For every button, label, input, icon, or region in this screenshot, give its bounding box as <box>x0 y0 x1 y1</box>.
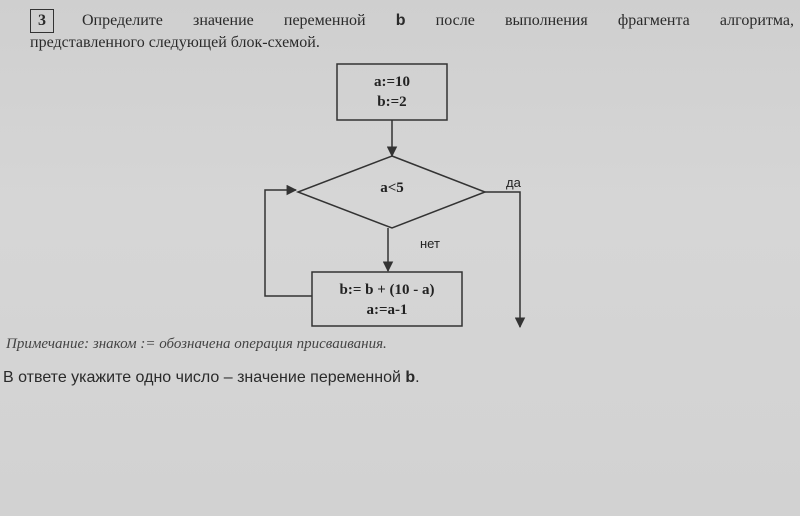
task-text-line1: Определите значение переменной b после в… <box>82 11 794 31</box>
task-word: выполнения <box>504 12 588 29</box>
init-line-1: a:=10 <box>374 74 410 90</box>
condition-diamond <box>295 155 488 229</box>
answer-suffix: . <box>415 369 420 386</box>
task-text-line2: представленного следующей блок-схемой. <box>30 34 320 51</box>
yes-arrow <box>485 191 526 329</box>
no-label: нет <box>420 236 440 251</box>
body-line-1: b:= b + (10 - a) <box>339 282 434 298</box>
body-line-2: a:=a-1 <box>366 302 407 318</box>
init-line-2: b:=2 <box>377 94 406 110</box>
answer-prefix: В ответе укажите одно число – значение п… <box>3 369 401 386</box>
note-text: Примечание: знаком := обозначена операци… <box>6 336 387 352</box>
answer-instruction: В ответе укажите одно число – значение п… <box>3 369 420 387</box>
task-number: 3 <box>30 9 54 33</box>
task-word: после <box>435 12 475 29</box>
loop-body-block <box>311 271 463 327</box>
task-word: алгоритма, <box>719 12 794 29</box>
yes-label: да <box>506 175 522 190</box>
task-word: Определите <box>82 12 163 29</box>
condition-text: a<5 <box>380 180 404 196</box>
task-word: переменной <box>283 12 366 29</box>
answer-variable: b <box>405 369 416 386</box>
loop-back-arrow <box>264 184 312 297</box>
task-word: фрагмента <box>617 12 690 29</box>
task-variable: b <box>395 12 406 29</box>
init-block <box>336 63 448 121</box>
task-word: значение <box>193 12 254 29</box>
